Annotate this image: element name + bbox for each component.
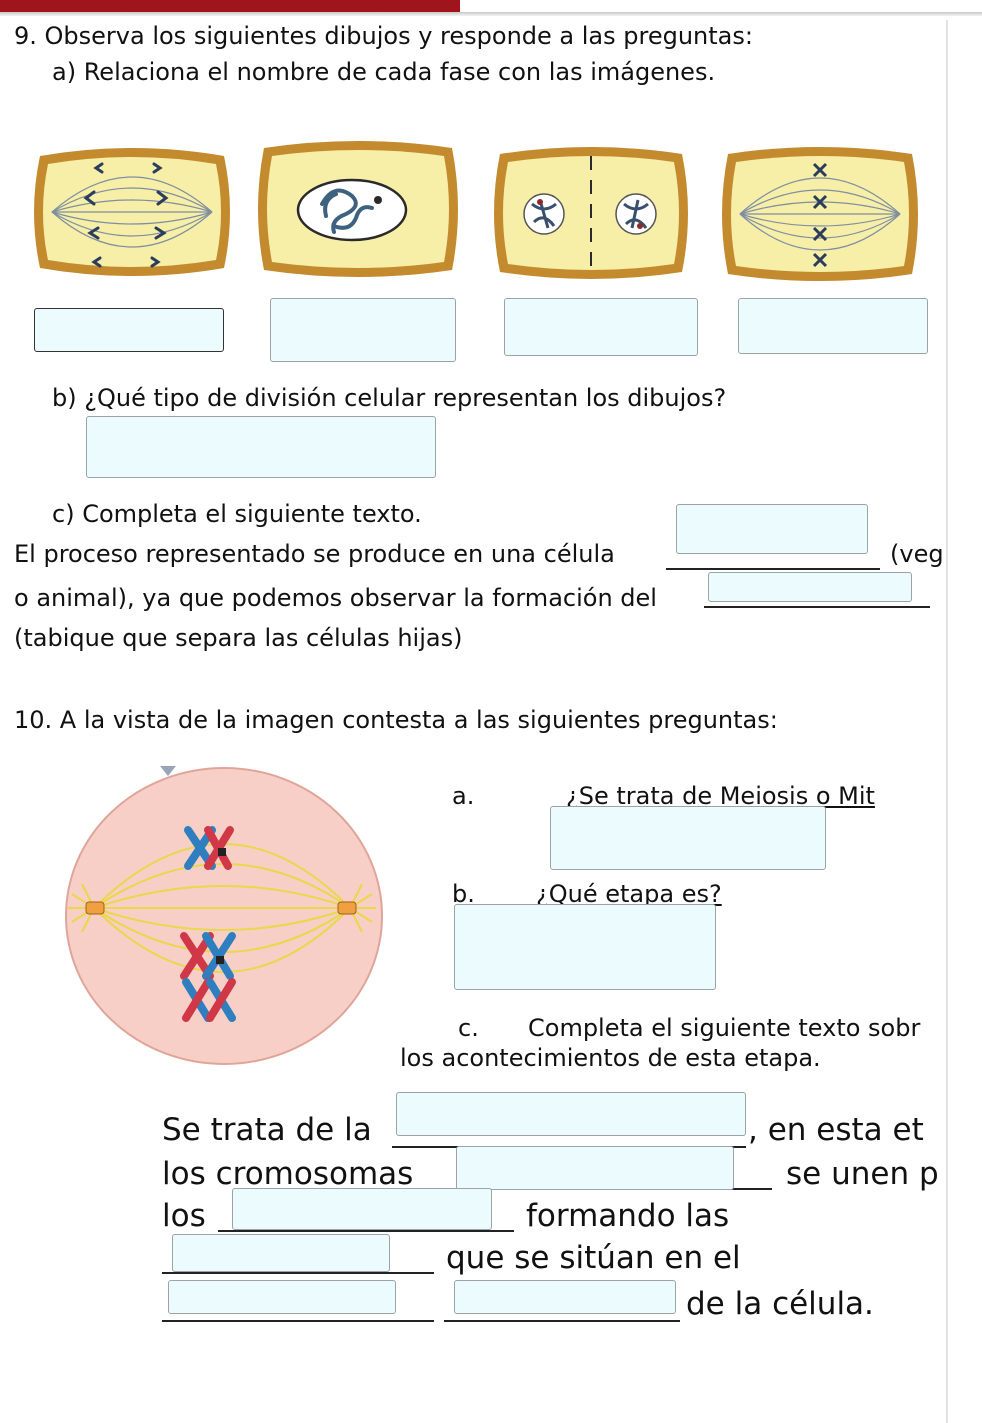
question-10a-text: ¿Se trata de Meiosis o Mit bbox=[566, 782, 875, 810]
cell-drawing-metaphase bbox=[722, 147, 918, 281]
question-10c-marker: c. bbox=[458, 1014, 479, 1042]
answer-box-structure[interactable] bbox=[708, 572, 912, 602]
cell-drawing-telophase bbox=[494, 147, 688, 279]
answer-box-fill-2[interactable] bbox=[456, 1146, 734, 1190]
answer-box-phase-4[interactable] bbox=[738, 298, 928, 354]
answer-box-cell-type[interactable] bbox=[676, 504, 868, 554]
cell-drawing-prophase bbox=[258, 141, 458, 277]
answer-box-fill-6[interactable] bbox=[454, 1280, 676, 1314]
fill-text-4: que se sitúan en el bbox=[446, 1240, 741, 1276]
fill-text-2: los cromosomas bbox=[162, 1156, 414, 1192]
text-9c-line2: o animal), ya que podemos observar la fo… bbox=[14, 584, 657, 612]
text-9c-line3: (tabique que separa las células hijas) bbox=[14, 624, 463, 652]
question-10b-text: ¿Qué etapa es? bbox=[536, 880, 722, 908]
blank-line-cell-type bbox=[666, 568, 880, 570]
question-10c-text: Completa el siguiente texto sobr bbox=[528, 1014, 921, 1042]
blank-line-3 bbox=[218, 1230, 514, 1232]
fill-text-3-end: formando las bbox=[526, 1198, 730, 1234]
question-10c-text-line2: los acontecimientos de esta etapa. bbox=[400, 1044, 821, 1072]
question-10b-marker: b. bbox=[452, 880, 475, 908]
answer-box-meiosis-mitosis[interactable] bbox=[550, 806, 826, 870]
question-9c-text: c) Completa el siguiente texto. bbox=[52, 500, 422, 528]
answer-box-fill-1[interactable] bbox=[396, 1092, 746, 1136]
answer-box-fill-3[interactable] bbox=[232, 1188, 492, 1230]
answer-box-fill-5[interactable] bbox=[168, 1280, 396, 1314]
answer-box-stage[interactable] bbox=[454, 904, 716, 990]
blank-line-4 bbox=[162, 1272, 434, 1274]
fill-text-5: de la célula. bbox=[686, 1286, 874, 1322]
fill-text-3: los bbox=[162, 1198, 206, 1234]
answer-box-division-type[interactable] bbox=[86, 416, 436, 478]
question-9b-text: b) ¿Qué tipo de división celular represe… bbox=[52, 384, 727, 412]
fill-text-1-end: , en esta et bbox=[748, 1112, 924, 1148]
question-9a-text: a) Relaciona el nombre de cada fase con … bbox=[52, 58, 716, 86]
answer-box-phase-3[interactable] bbox=[504, 298, 698, 356]
blank-line-6 bbox=[444, 1320, 680, 1322]
answer-box-phase-2[interactable] bbox=[270, 298, 456, 362]
question-10a-marker: a. bbox=[452, 782, 475, 810]
blank-line-5 bbox=[162, 1320, 434, 1322]
fill-text-1: Se trata de la bbox=[162, 1112, 372, 1148]
text-9c-line1-end: (veg bbox=[890, 540, 944, 568]
question-10-title: 10. A la vista de la imagen contesta a l… bbox=[14, 706, 778, 734]
answer-box-fill-4[interactable] bbox=[172, 1234, 390, 1272]
cell-drawing-metaphase-round bbox=[65, 766, 383, 1065]
fill-text-2-end: se unen p bbox=[786, 1156, 939, 1192]
blank-line-structure bbox=[704, 606, 930, 608]
top-bar bbox=[0, 0, 460, 12]
answer-box-phase-1[interactable] bbox=[34, 308, 224, 352]
question-9-title: 9. Observa los siguientes dibujos y resp… bbox=[14, 22, 753, 50]
right-edge-line bbox=[946, 20, 948, 1423]
text-9c-line1: El proceso representado se produce en un… bbox=[14, 540, 615, 568]
top-divider bbox=[0, 12, 982, 16]
cell-drawing-anaphase bbox=[34, 148, 230, 276]
